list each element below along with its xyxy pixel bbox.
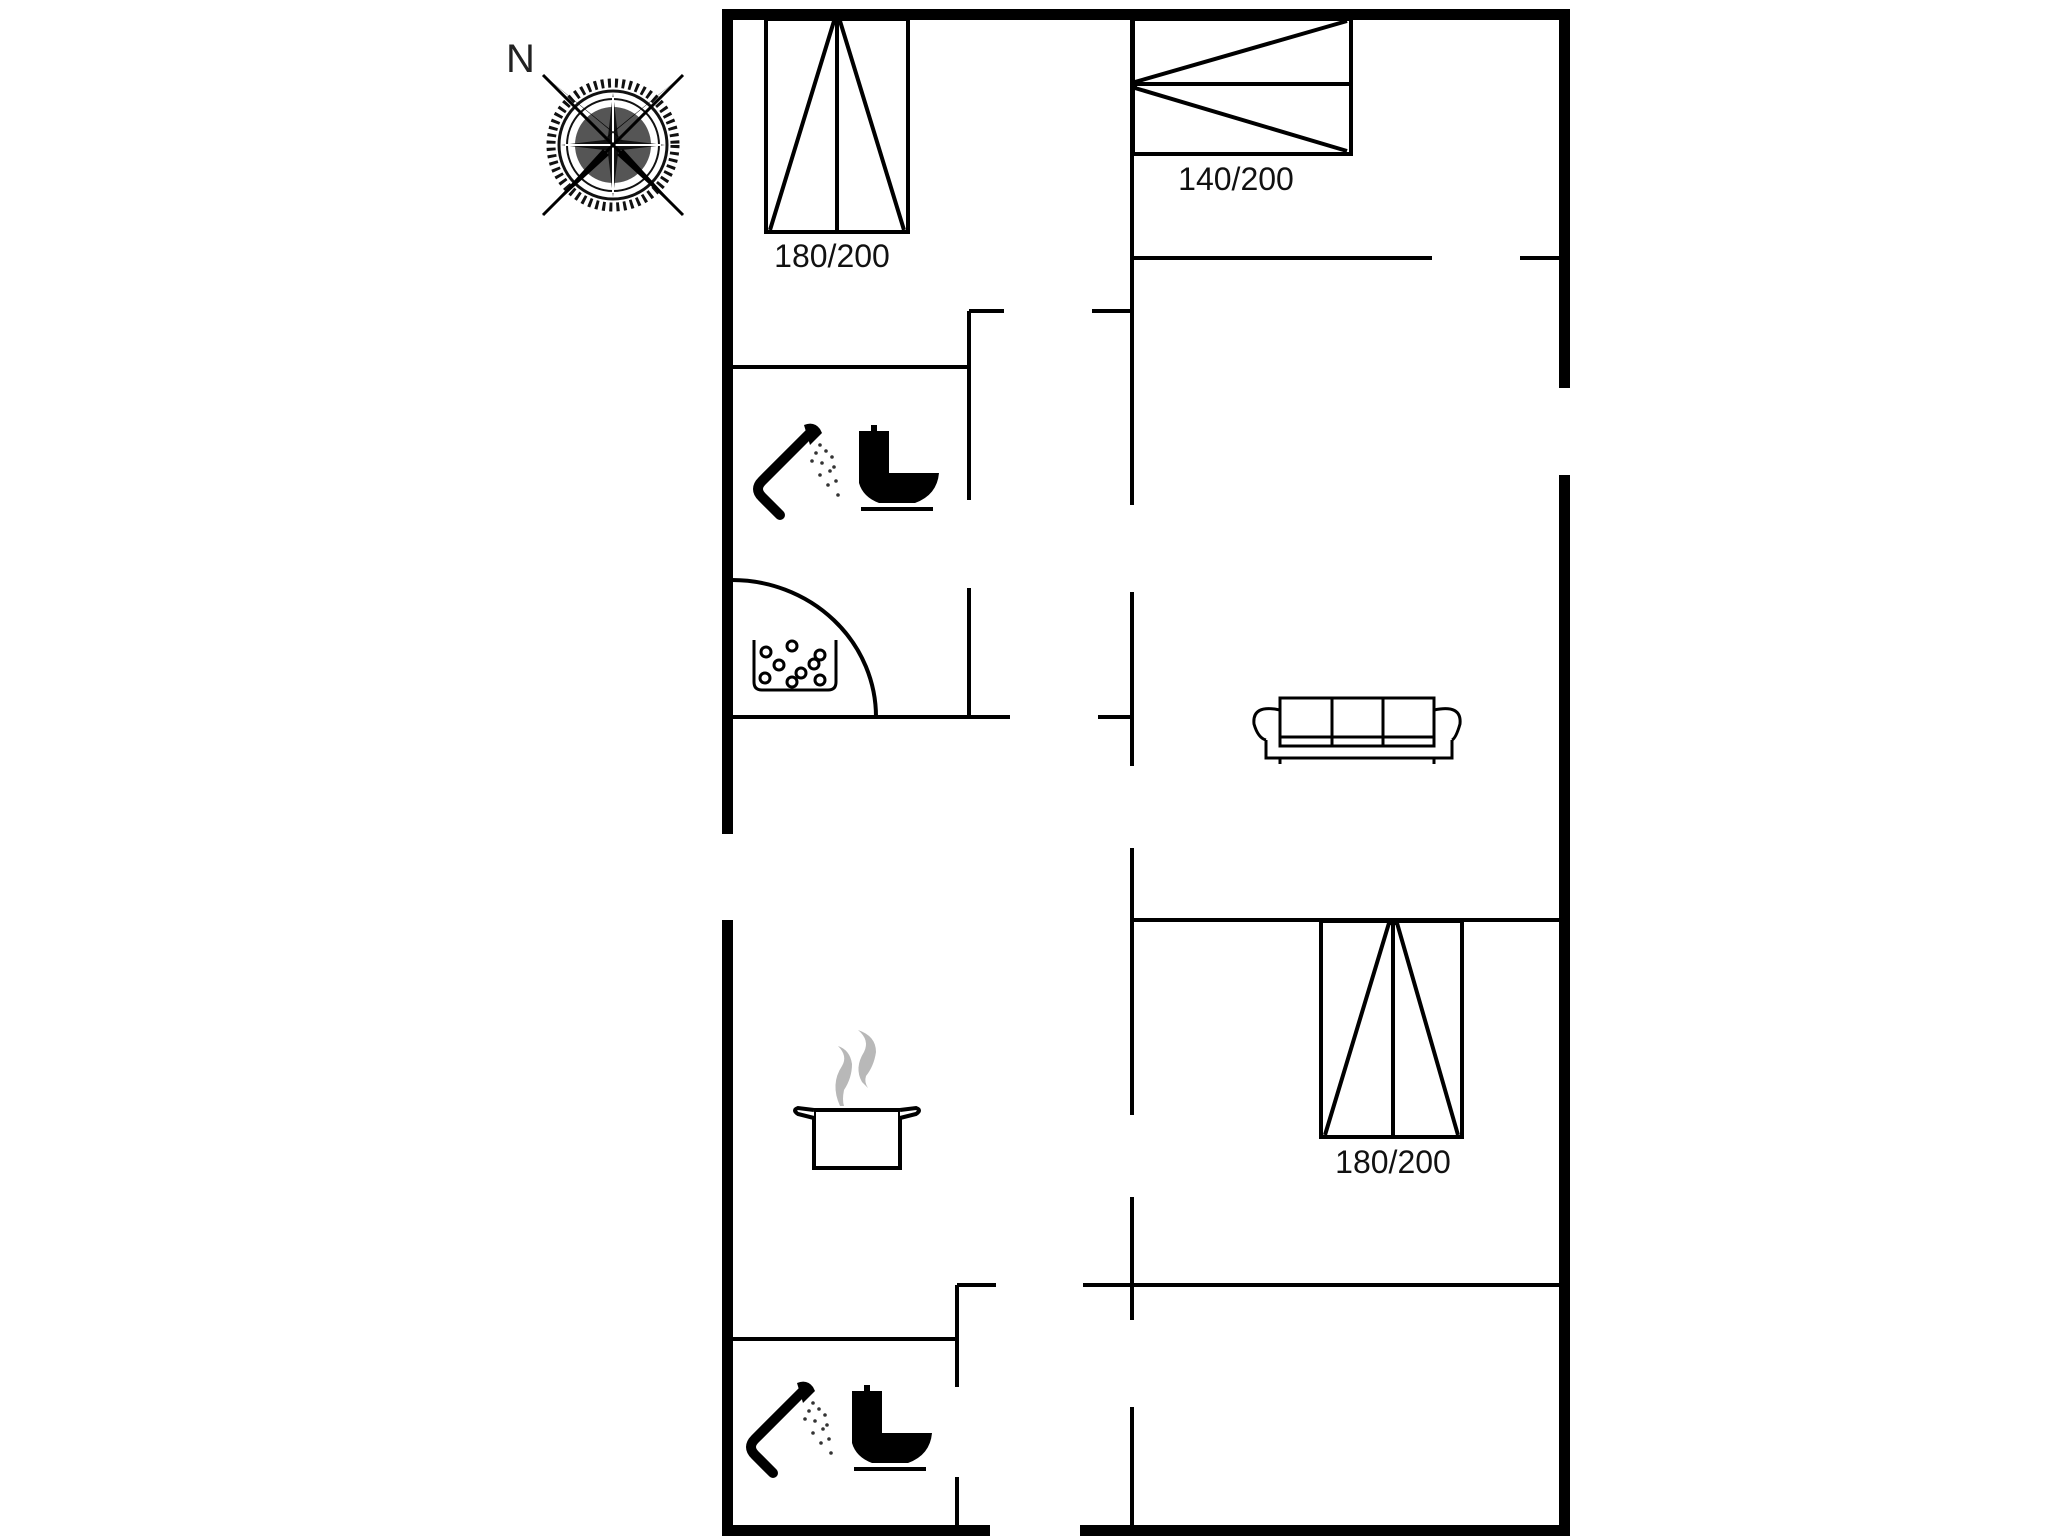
bed-size-label: 140/200 xyxy=(1178,161,1294,197)
exterior-walls xyxy=(722,9,1570,1536)
sauna-icon xyxy=(752,639,838,692)
double-bed-icon xyxy=(1319,919,1464,1139)
toilet-icon xyxy=(859,425,939,511)
shower-icon xyxy=(746,1381,833,1478)
sofa-icon xyxy=(1252,696,1462,764)
shower-icon xyxy=(753,423,840,520)
bed-northwest: 180/200 xyxy=(764,17,910,274)
bed-southeast: 180/200 xyxy=(1319,919,1464,1180)
compass-rose-icon: N xyxy=(506,37,685,217)
toilet-icon xyxy=(852,1385,932,1471)
cooking-pot-icon xyxy=(793,1030,921,1170)
bed-size-label: 180/200 xyxy=(1335,1144,1451,1180)
double-bed-icon xyxy=(764,17,910,234)
bed-size-label: 180/200 xyxy=(774,238,890,274)
double-bed-icon xyxy=(1131,17,1353,156)
bed-northeast: 140/200 xyxy=(1131,17,1353,197)
compass-north-label: N xyxy=(506,37,535,81)
